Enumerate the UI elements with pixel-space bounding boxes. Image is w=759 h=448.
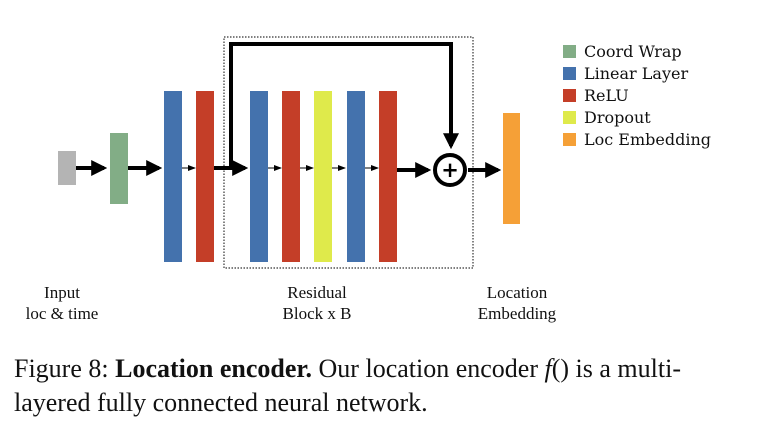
residual-block-frame (223, 36, 474, 269)
input-label: Input loc & time (12, 282, 112, 324)
layer-relu-1 (196, 91, 214, 262)
layer-loc-embedding (503, 113, 520, 224)
input-label-line1: Input (44, 283, 80, 302)
legend-item-relu: ReLU (563, 84, 711, 106)
input-label-line2: loc & time (25, 304, 99, 323)
legend-label: Dropout (584, 107, 651, 127)
layer-linear-1 (164, 91, 182, 262)
residual-label-line1: Residual (287, 283, 347, 302)
legend-swatch (563, 44, 576, 58)
residual-label-line2: Block x B (282, 304, 352, 323)
skip-connection-arrow (229, 42, 459, 170)
legend-swatch (563, 132, 576, 146)
caption-title: Location encoder. (115, 354, 313, 383)
legend-swatch (563, 88, 576, 102)
legend-label: Coord Wrap (584, 41, 682, 61)
output-label: Location Embedding (467, 282, 567, 324)
caption-function: f (544, 354, 552, 383)
block-layer-linear-1 (250, 91, 268, 262)
block-layer-relu-2 (379, 91, 397, 262)
legend-swatch (563, 66, 576, 80)
legend-label: Loc Embedding (584, 129, 712, 149)
legend-item-linear-layer: Linear Layer (563, 62, 711, 84)
caption-prefix: Figure 8: (14, 354, 116, 383)
legend-label: ReLU (584, 85, 629, 105)
residual-block-label: Residual Block x B (267, 282, 367, 324)
plus-icon: + (441, 158, 459, 182)
output-label-line1: Location (486, 283, 548, 302)
legend: Coord Wrap Linear Layer ReLU Dropout Loc… (563, 40, 711, 150)
block-layer-relu-1 (282, 91, 300, 262)
caption-text: Our location encoder (312, 354, 545, 383)
add-node: + (433, 153, 467, 187)
legend-item-loc-embedding: Loc Embedding (563, 128, 711, 150)
output-label-line2: Embedding (477, 304, 557, 323)
block-layer-dropout (314, 91, 332, 262)
caption-text-end: () is a multi-layered fully connected ne… (14, 354, 681, 417)
figure-caption: Figure 8: Location encoder. Our location… (14, 352, 744, 420)
legend-item-coord-wrap: Coord Wrap (563, 40, 711, 62)
legend-label: Linear Layer (584, 63, 689, 83)
block-layer-linear-2 (347, 91, 365, 262)
layer-coord-wrap (110, 133, 128, 204)
input-block (58, 151, 76, 185)
legend-item-dropout: Dropout (563, 106, 711, 128)
legend-swatch (563, 110, 576, 124)
